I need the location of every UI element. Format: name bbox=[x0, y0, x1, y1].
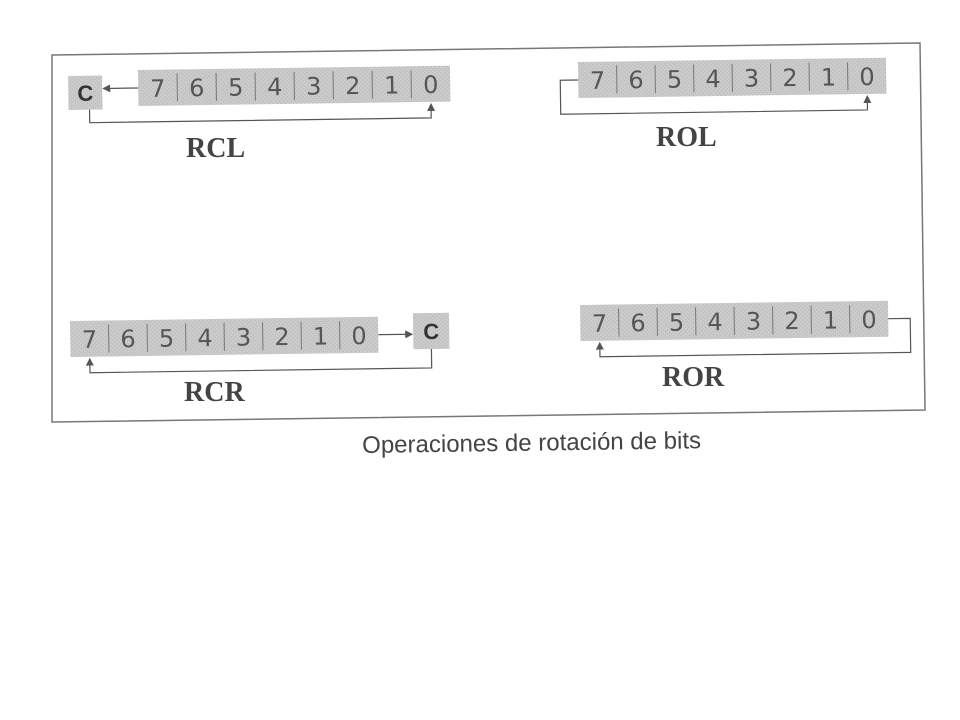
rcl-bit-6: 1 bbox=[384, 71, 400, 99]
rcl-bit-1: 6 bbox=[189, 74, 205, 102]
rcl-bit-5: 2 bbox=[345, 72, 361, 100]
rcr-bit-4: 3 bbox=[236, 323, 252, 351]
rcr-label: RCR bbox=[184, 377, 245, 408]
rcl-loop-arrow bbox=[88, 102, 436, 124]
rcr-bit-5: 2 bbox=[274, 323, 290, 351]
ror-bit-0: 7 bbox=[592, 310, 608, 338]
rol-bit-6: 1 bbox=[821, 63, 837, 91]
rcl-bit-2: 5 bbox=[228, 74, 244, 102]
rol-bit-0: 7 bbox=[590, 67, 606, 95]
ror-bit-4: 3 bbox=[746, 307, 762, 335]
rol-loop-arrow bbox=[559, 79, 872, 115]
ror-bit-5: 2 bbox=[784, 307, 800, 335]
ror-loop-arrow bbox=[595, 317, 912, 358]
ror-bit-2: 5 bbox=[669, 309, 685, 337]
rcl-label: RCL bbox=[186, 133, 245, 164]
rcl-bit-3: 4 bbox=[267, 73, 283, 101]
rol-bit-1: 6 bbox=[628, 66, 644, 94]
ror-bit-3: 4 bbox=[707, 308, 723, 336]
rcl-carry-label: C bbox=[77, 81, 93, 106]
rcl-bit-7: 0 bbox=[423, 71, 439, 99]
ror-bit-6: 1 bbox=[823, 306, 839, 334]
rol-bit-2: 5 bbox=[667, 66, 683, 94]
rcr-carry-box bbox=[412, 312, 450, 350]
rcr-bit-7: 0 bbox=[351, 322, 367, 350]
rcr-bit-6: 1 bbox=[313, 322, 329, 350]
ror-label: ROR bbox=[662, 362, 725, 393]
rol-bit-4: 3 bbox=[744, 64, 760, 92]
diagram-frame bbox=[51, 42, 926, 423]
rol-bit-3: 4 bbox=[705, 65, 721, 93]
rcr-bit-3: 4 bbox=[197, 324, 213, 352]
rcl-carry-box bbox=[68, 75, 103, 110]
figure-caption: Operaciones de rotación de bits bbox=[362, 427, 702, 459]
rol-label: ROL bbox=[656, 122, 717, 153]
ror-bit-1: 6 bbox=[630, 309, 646, 337]
rcr-carry-label: C bbox=[423, 319, 439, 344]
rol-bit-5: 2 bbox=[782, 64, 798, 92]
rol-bit-7: 0 bbox=[859, 63, 875, 91]
rcr-bit-0: 7 bbox=[82, 326, 98, 354]
rcr-loop-arrow bbox=[85, 348, 433, 374]
rcr-bit-1: 6 bbox=[120, 325, 136, 353]
rcl-bit-0: 7 bbox=[150, 75, 166, 103]
rcr-bit-2: 5 bbox=[159, 325, 175, 353]
rcl-bit-4: 3 bbox=[306, 72, 322, 100]
ror-bit-7: 0 bbox=[861, 306, 877, 334]
